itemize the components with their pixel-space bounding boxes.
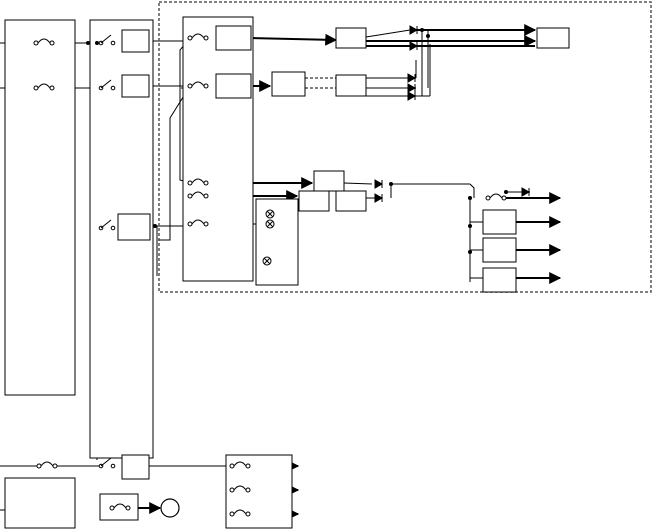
- fuse-icon: [37, 38, 51, 44]
- relay-box: [482, 267, 517, 293]
- junction-dot: [468, 250, 472, 254]
- breaker-switch-icon: [100, 79, 112, 89]
- junction-dot: [153, 224, 157, 228]
- main-panel: [4, 19, 76, 396]
- fuse-terminal: [245, 463, 251, 469]
- relay-box: [271, 71, 306, 97]
- circle-load-icon: [160, 498, 180, 518]
- relay-box: [215, 73, 252, 99]
- relay-box: [117, 213, 151, 241]
- fuse-terminal: [203, 35, 209, 41]
- fuse-terminal: [203, 221, 209, 227]
- lower-panel: [4, 477, 76, 529]
- wire: [469, 183, 475, 198]
- relay-box: [298, 190, 330, 212]
- fuse-terminal: [187, 83, 193, 89]
- switch-terminal: [110, 225, 116, 231]
- boundary-frame: [158, 1, 652, 293]
- lamp-cross: [266, 220, 274, 228]
- fuse-terminal: [229, 487, 235, 493]
- diode-icon: [407, 91, 417, 101]
- relay-box: [121, 454, 150, 480]
- junction-dot: [504, 190, 508, 194]
- fuse-terminal: [125, 505, 131, 511]
- fuse-icon: [40, 461, 54, 467]
- fuse-terminal: [187, 180, 193, 186]
- relay-box: [335, 27, 367, 49]
- fuse-icon: [191, 219, 205, 225]
- fuse-icon: [113, 503, 127, 509]
- lamp-cross: [263, 257, 271, 265]
- relay-box: [536, 27, 570, 49]
- fuse-icon: [233, 509, 247, 515]
- diode-icon: [521, 187, 531, 197]
- breaker-switch-icon: [100, 457, 112, 467]
- fuse-terminal: [187, 35, 193, 41]
- junction-dot: [468, 224, 472, 228]
- junction-dot: [468, 196, 472, 200]
- diode-icon: [409, 41, 419, 51]
- fuse-terminal: [49, 40, 55, 46]
- fuse-icon: [191, 33, 205, 39]
- junction-dot: [426, 34, 430, 38]
- fuse-terminal: [485, 195, 491, 201]
- output-1: [250, 33, 338, 46]
- fuse-terminal: [49, 85, 55, 91]
- fuse-terminal: [245, 487, 251, 493]
- lower-branch-panel: [225, 454, 293, 529]
- relay-box: [121, 74, 150, 98]
- fuse-terminal: [203, 193, 209, 199]
- fuse-terminal: [36, 463, 42, 469]
- distribution-panel: [182, 16, 254, 282]
- diode-icon: [374, 179, 384, 189]
- fuse-terminal: [187, 221, 193, 227]
- fuse-terminal: [203, 180, 209, 186]
- junction-dot: [95, 41, 99, 45]
- fuse-terminal: [187, 193, 193, 199]
- relay-box: [121, 29, 150, 53]
- diode-icon: [374, 193, 384, 203]
- relay-box: [313, 170, 345, 192]
- relay-box: [335, 190, 367, 212]
- diode-icon: [407, 83, 417, 93]
- fuse-terminal: [245, 511, 251, 517]
- relay-box: [335, 74, 367, 97]
- fuse-terminal: [229, 511, 235, 517]
- relay-box: [215, 25, 252, 51]
- lamp-panel: [255, 198, 299, 286]
- junction-dot: [389, 182, 393, 186]
- relay-box: [482, 209, 517, 235]
- switch-terminal: [110, 463, 116, 469]
- fuse-terminal: [501, 195, 507, 201]
- fuse-icon: [233, 461, 247, 467]
- breaker-switch-icon: [100, 34, 112, 44]
- fuse-terminal: [109, 505, 115, 511]
- switch-terminal: [110, 40, 116, 46]
- fuse-terminal: [33, 85, 39, 91]
- diode-icon: [409, 25, 419, 35]
- fuse-icon: [233, 485, 247, 491]
- wire: [343, 182, 373, 185]
- load-fuse-box: [99, 493, 139, 521]
- route: [158, 85, 191, 241]
- wire: [365, 29, 411, 38]
- switch-terminal: [110, 85, 116, 91]
- fuse-icon: [191, 191, 205, 197]
- fuse-icon: [191, 178, 205, 184]
- fuse-terminal: [33, 40, 39, 46]
- junction-dot: [420, 28, 424, 32]
- junction-dot: [86, 41, 90, 45]
- diode-icon: [407, 73, 417, 83]
- fuse-terminal: [203, 83, 209, 89]
- relay-box: [482, 237, 517, 263]
- lamp-cross: [266, 210, 274, 218]
- fuse-icon: [37, 83, 51, 89]
- breaker-switch-icon: [100, 219, 112, 229]
- fuse-terminal: [52, 463, 58, 469]
- fuse-icon: [489, 193, 503, 199]
- fuse-icon: [191, 81, 205, 87]
- fuse-terminal: [229, 463, 235, 469]
